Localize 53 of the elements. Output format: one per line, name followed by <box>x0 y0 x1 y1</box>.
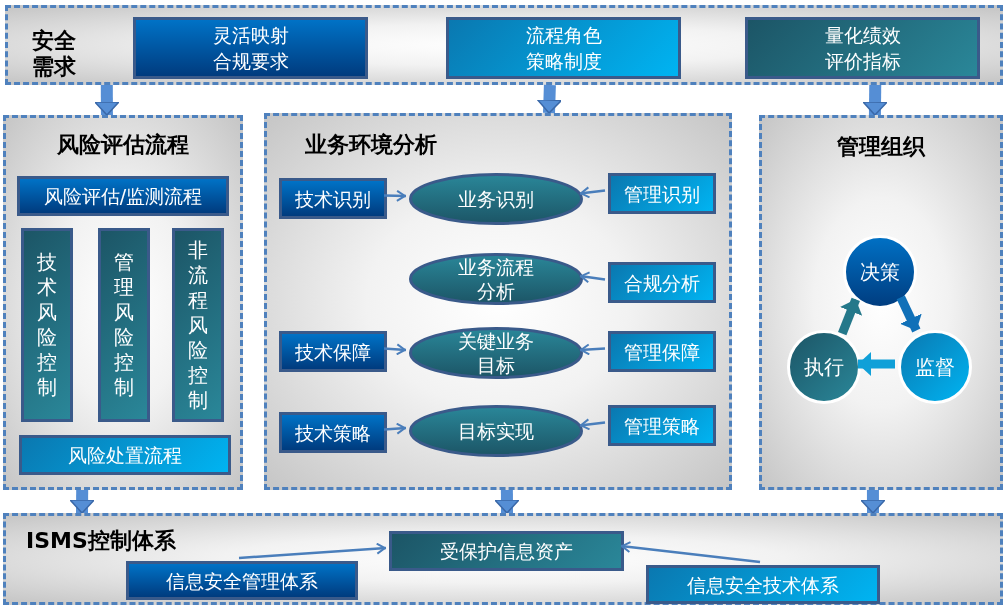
process-box: 信息安全管理体系 <box>126 561 358 600</box>
arrow <box>383 343 407 356</box>
process-ellipse: 目标实现 <box>409 405 583 457</box>
process-box: 管理风险控制 <box>98 228 150 422</box>
dashed-panel <box>3 513 1003 605</box>
arrow <box>620 541 761 564</box>
panel-heading: ISMS控制体系 <box>26 528 177 554</box>
block-arrow <box>536 84 563 114</box>
process-box: 技术识别 <box>279 178 387 219</box>
process-box: 技术风险控制 <box>21 228 73 422</box>
process-circle: 监督 <box>898 330 972 404</box>
process-box: 技术保障 <box>279 331 387 372</box>
arrow <box>579 343 606 356</box>
dashed-panel <box>5 5 1003 85</box>
process-box: 受保护信息资产 <box>389 531 624 571</box>
arrow <box>579 418 606 431</box>
arrow <box>238 542 387 560</box>
process-box: 技术策略 <box>279 412 387 453</box>
arrow <box>383 422 407 435</box>
process-box: 管理策略 <box>608 405 716 446</box>
block-arrow <box>896 295 922 333</box>
process-box: 风险处置流程 <box>19 435 231 475</box>
process-box: 量化绩效评价指标 <box>745 17 980 79</box>
process-ellipse: 业务流程分析 <box>409 253 583 305</box>
block-arrow <box>69 489 95 514</box>
process-box: 管理保障 <box>608 331 716 372</box>
process-box: 管理识别 <box>608 173 716 214</box>
process-box: 灵活映射合规要求 <box>133 17 368 79</box>
process-circle: 决策 <box>843 235 917 309</box>
dashed-panel <box>3 115 243 490</box>
block-arrow <box>858 352 895 376</box>
arrow <box>579 186 606 199</box>
block-arrow <box>494 489 520 514</box>
panel-heading: 风险评估流程 <box>56 132 190 158</box>
process-circle: 执行 <box>787 330 861 404</box>
process-box: 流程角色策略制度 <box>446 17 681 79</box>
process-box: 非流程风险控制 <box>172 228 224 422</box>
process-ellipse: 业务识别 <box>409 173 583 225</box>
arrow <box>579 271 606 284</box>
block-arrow <box>838 297 863 336</box>
process-box: 风险评估/监测流程 <box>17 176 229 216</box>
process-box: 合规分析 <box>608 262 716 303</box>
block-arrow <box>94 84 120 116</box>
dashed-panel <box>264 113 732 490</box>
panel-heading: 管理组织 <box>836 134 927 160</box>
block-arrow <box>860 490 886 514</box>
block-arrow <box>862 84 888 116</box>
dashed-panel <box>759 115 1003 490</box>
panel-heading: 业务环境分析 <box>305 132 438 158</box>
process-ellipse: 关键业务目标 <box>409 327 583 379</box>
process-box: 信息安全技术体系 <box>646 565 880 604</box>
arrow <box>383 189 407 202</box>
panel-heading: 安全需求 <box>32 28 77 80</box>
